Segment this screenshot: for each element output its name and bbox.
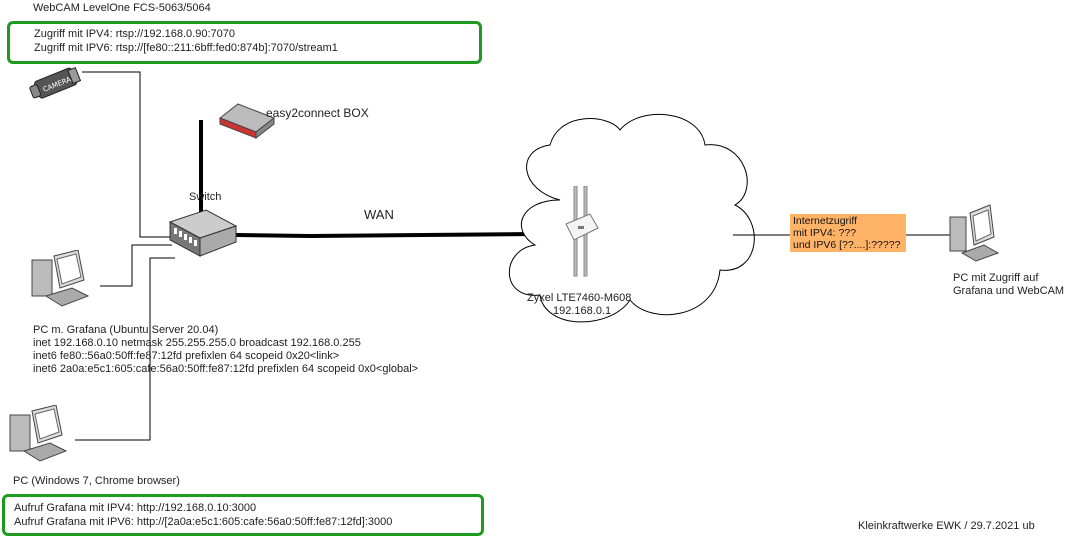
remote-pc-icon: [948, 203, 1004, 272]
internet-access-line1: Internetzugriff: [793, 215, 858, 227]
remote-pc-label-line1: PC mit Zugriff auf: [953, 272, 1039, 284]
grafana-pc-title: PC m. Grafana (Ubuntu Server 20.04): [33, 324, 219, 336]
webcam-ipv6-url: Zugriff mit IPV6: rtsp://[fe80::211:6bff…: [34, 42, 338, 54]
client-pc-link: [75, 257, 175, 441]
webcam-title: WebCAM LevelOne FCS-5063/5064: [33, 2, 211, 14]
internet-access-line2: mit IPV4: ???: [793, 227, 857, 239]
grafana-pc-inet6-global: inet6 2a0a:e5c1:605:cafe:56a0:50ff:fe87:…: [33, 363, 419, 375]
router-ip: 192.168.0.1: [553, 305, 612, 317]
remote-pc-label-line2: Grafana und WebCAM: [953, 285, 1065, 297]
camera-icon: CAMERA: [28, 62, 84, 111]
grafana-ipv6-url: Aufruf Grafana mit IPV6: http://[2a0a:e5…: [14, 516, 393, 528]
easy2connect-box-icon: [216, 100, 278, 145]
switch-label: Switch: [189, 191, 222, 203]
router-icon: [560, 185, 604, 283]
webcam-access-box: Zugriff mit IPV4: rtsp://192.168.0.90:70…: [7, 21, 482, 64]
grafana-access-box: Aufruf Grafana mit IPV4: http://192.168.…: [2, 494, 484, 536]
camera-link: [82, 71, 172, 238]
client-pc-label: PC (Windows 7, Chrome browser): [13, 475, 180, 487]
router-name: Zyxel LTE7460-M608: [527, 292, 632, 304]
grafana-ipv4-url: Aufruf Grafana mit IPV4: http://192.168.…: [14, 502, 257, 514]
grafana-pc-icon: [28, 249, 100, 317]
webcam-ipv4-url: Zugriff mit IPV4: rtsp://192.168.0.90:70…: [34, 28, 235, 40]
grafana-pc-inet: inet 192.168.0.10 netmask 255.255.255.0 …: [33, 337, 361, 349]
grafana-pc-link: [100, 244, 172, 287]
footer-credit: Kleinkraftwerke EWK / 29.7.2021 ub: [858, 520, 1035, 532]
client-pc-icon: [6, 404, 78, 472]
internet-access-line3: und IPV6 [??....]:?????: [793, 239, 901, 251]
internet-cloud: [508, 113, 755, 323]
easy2connect-box-label: easy2connect BOX: [266, 106, 369, 120]
wan-label: WAN: [364, 207, 394, 222]
internet-access-note: Internetzugriff mit IPV4: ??? und IPV6 […: [790, 214, 906, 252]
grafana-pc-inet6-link: inet6 fe80::56a0:50ff:fe87:12fd prefixle…: [33, 350, 340, 362]
switch-icon: [166, 206, 240, 263]
wan-link: [235, 232, 536, 239]
